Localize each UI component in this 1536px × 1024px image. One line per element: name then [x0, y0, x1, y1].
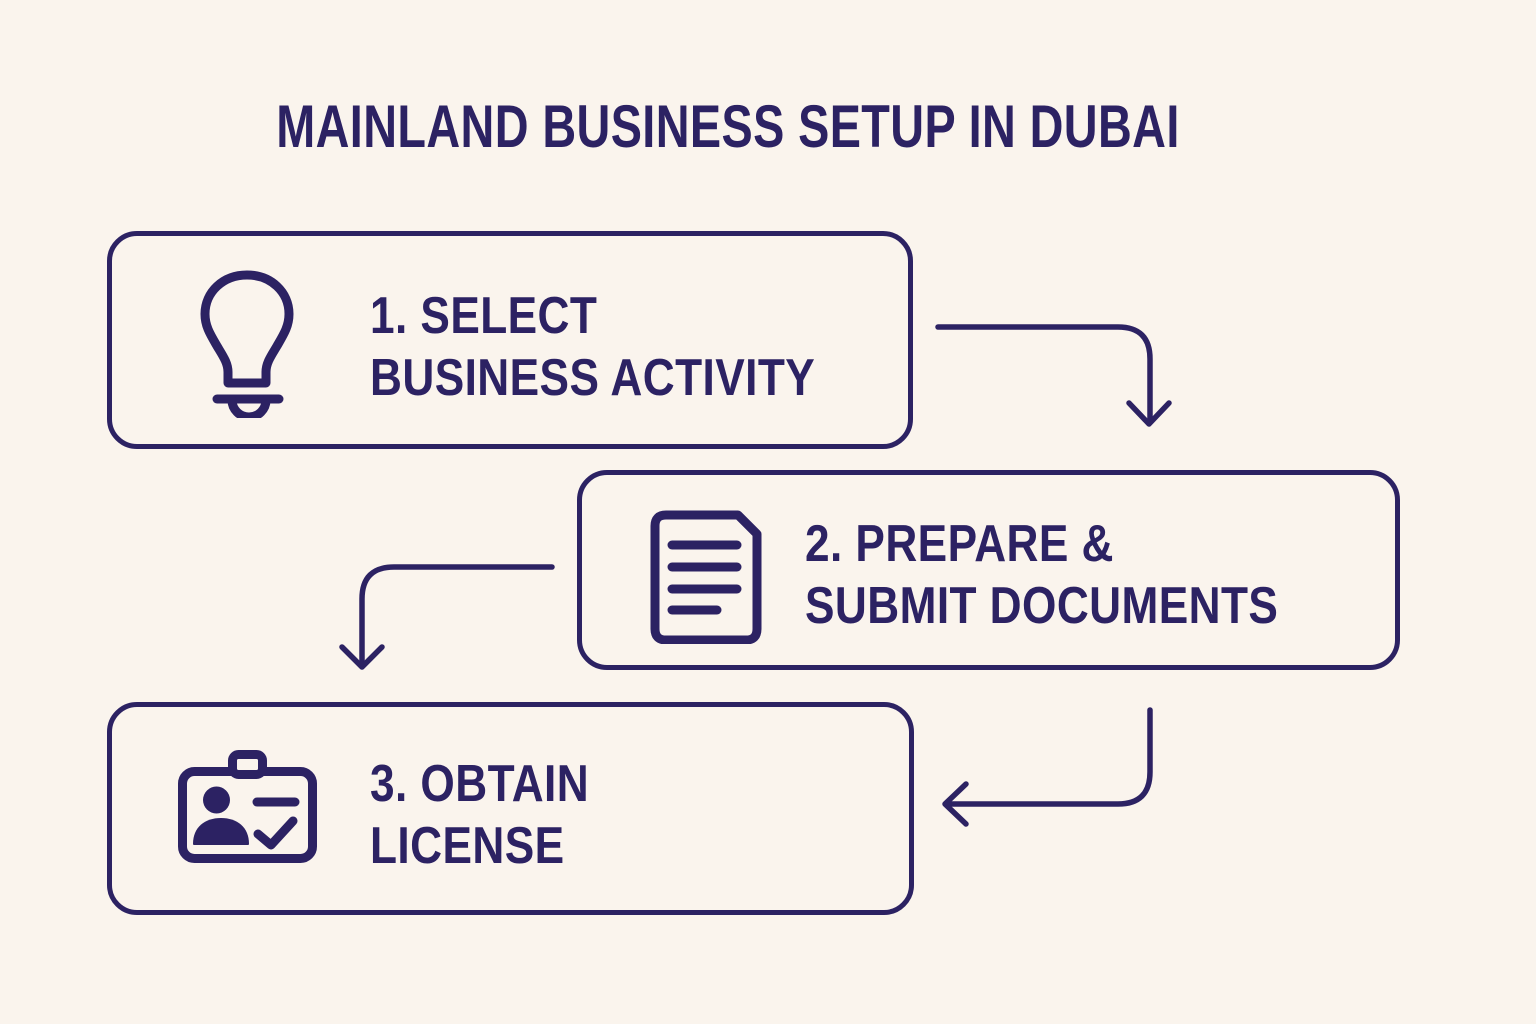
- step-label-line2: BUSINESS ACTIVITY: [370, 349, 816, 407]
- step-label: 1. SELECT BUSINESS ACTIVITY: [370, 285, 815, 409]
- document-icon: [650, 510, 762, 644]
- step-label-line1: 2. PREPARE &: [805, 515, 1114, 573]
- lightbulb-icon: [200, 270, 294, 418]
- step-box-obtain-license: 3. OBTAIN LICENSE: [107, 702, 914, 915]
- id-badge-icon: [178, 750, 317, 863]
- step-label: 3. OBTAIN LICENSE: [370, 753, 589, 877]
- arrow-step1-to-step2: [935, 324, 1172, 427]
- step-label-line2: LICENSE: [370, 817, 565, 875]
- step-box-prepare-submit-documents: 2. PREPARE & SUBMIT DOCUMENTS: [577, 470, 1400, 670]
- step-label: 2. PREPARE & SUBMIT DOCUMENTS: [805, 513, 1278, 637]
- step-box-select-business-activity: 1. SELECT BUSINESS ACTIVITY: [107, 231, 913, 449]
- step-label-line1: 1. SELECT: [370, 287, 598, 345]
- page-title: MAINLAND BUSINESS SETUP IN DUBAI: [276, 93, 1180, 160]
- arrow-step2-to-step3-down: [339, 564, 555, 670]
- step-label-line2: SUBMIT DOCUMENTS: [805, 577, 1279, 635]
- arrow-step2-to-step3-left: [942, 707, 1153, 827]
- step-label-line1: 3. OBTAIN: [370, 755, 590, 813]
